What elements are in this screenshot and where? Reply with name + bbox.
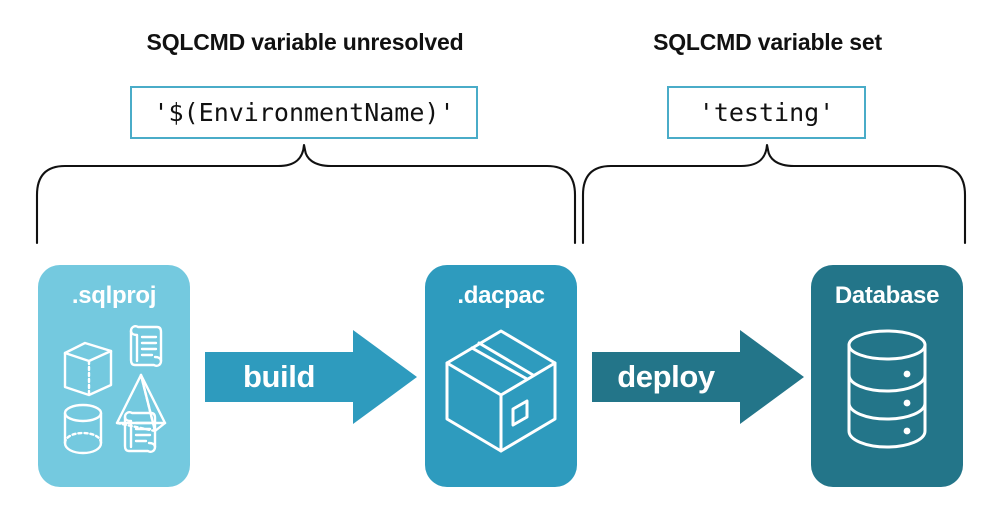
stage-box-database: Database <box>811 265 963 487</box>
database-cylinder-icon <box>847 329 927 449</box>
heading-sqlcmd-set: SQLCMD variable set <box>653 29 882 55</box>
arrow-build-icon <box>205 330 417 424</box>
stage-label-sqlproj: .sqlproj <box>71 282 157 309</box>
arrow-deploy-icon <box>592 330 804 424</box>
code-box-environment-name: '$(EnvironmentName)' <box>130 86 478 139</box>
stage-label-dacpac: .dacpac <box>457 282 545 309</box>
arrow-build: build <box>205 330 417 424</box>
stage-box-dacpac: .dacpac <box>425 265 577 487</box>
stage-box-sqlproj: .sqlproj <box>38 265 190 487</box>
package-box-icon <box>445 329 557 453</box>
code-box-testing: 'testing' <box>667 86 866 139</box>
heading-sqlcmd-unresolved: SQLCMD variable unresolved <box>146 29 464 55</box>
brace-right-icon <box>581 143 967 245</box>
project-objects-icon <box>63 325 167 455</box>
brace-left-icon <box>35 143 577 245</box>
stage-label-database: Database <box>834 282 940 309</box>
arrow-deploy: deploy <box>592 330 804 424</box>
